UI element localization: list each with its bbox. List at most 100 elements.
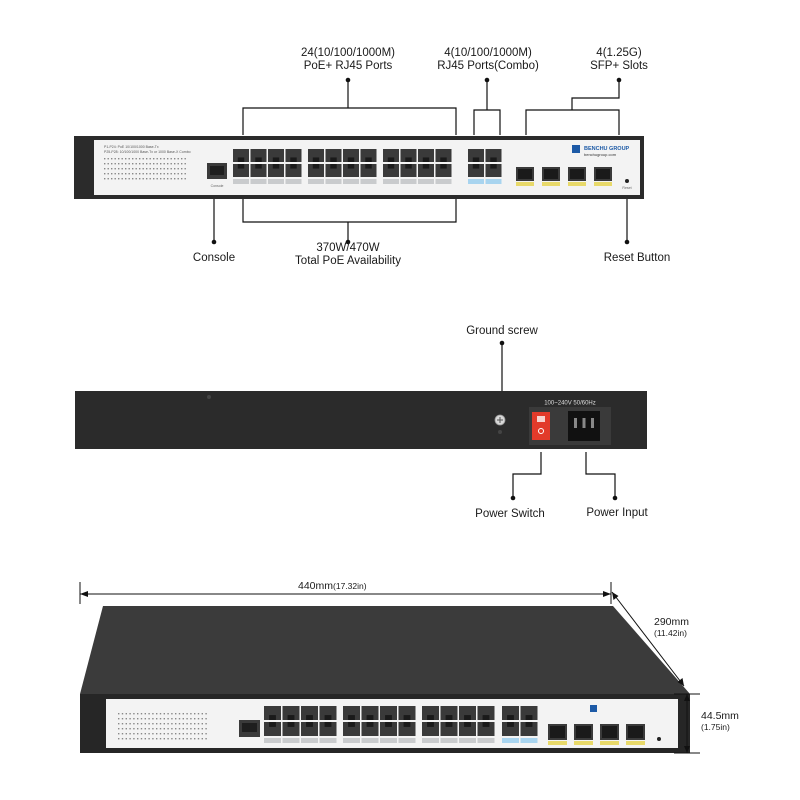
- rj45-poe-port: [383, 164, 399, 177]
- rj45-poe-port: [398, 706, 416, 720]
- led-indicator: [156, 733, 158, 735]
- led-indicator: [184, 168, 186, 170]
- port-label-strip: [343, 738, 360, 743]
- rj45-poe-port: [233, 149, 249, 162]
- rj45-poe-port: [264, 722, 281, 736]
- led-indicator: [139, 178, 141, 180]
- rj45-poe-port: [477, 722, 495, 736]
- console-port-socket: [242, 723, 257, 732]
- port-latch: [405, 164, 412, 169]
- led-indicator: [114, 173, 116, 175]
- led-indicator: [205, 713, 207, 715]
- rear-screw: [207, 395, 211, 399]
- callout-dot: [499, 340, 505, 346]
- port-latch: [422, 157, 430, 162]
- rj45-poe-port: [308, 149, 324, 162]
- sfp-label-strip: [548, 741, 567, 745]
- led-indicator: [121, 738, 124, 740]
- led-indicator: [118, 173, 120, 175]
- port-latch: [312, 164, 320, 169]
- callout-dot: [616, 77, 622, 83]
- led-indicator: [137, 733, 139, 735]
- port-label-strip: [435, 179, 452, 184]
- led-indicator: [114, 158, 116, 160]
- led-indicator: [140, 733, 143, 735]
- port-label-strip: [502, 738, 519, 743]
- rj45-poe-port: [422, 722, 439, 736]
- led-indicator: [190, 738, 192, 740]
- port-label-strip: [264, 738, 281, 743]
- combo-ports-callout: 4(10/100/1000M) RJ45 Ports(Combo): [428, 47, 548, 73]
- sfp-slot-cage: [570, 169, 584, 179]
- led-indicator: [144, 723, 146, 725]
- port-latch: [269, 715, 276, 720]
- led-indicator: [182, 713, 184, 715]
- poe-budget-bracket: [242, 199, 457, 223]
- poe-port-array: [233, 149, 452, 184]
- port-label-strip: [319, 738, 337, 743]
- rj45-poe-port: [440, 706, 458, 720]
- led-indicator: [181, 163, 183, 165]
- led-indicator: [186, 728, 188, 730]
- rj45-poe-port: [418, 149, 434, 162]
- led-indicator: [178, 713, 181, 715]
- led-indicator: [160, 173, 162, 175]
- led-indicator: [111, 158, 113, 160]
- led-indicator: [182, 738, 184, 740]
- led-indicator: [121, 173, 123, 175]
- port-latch: [445, 715, 453, 720]
- led-indicator: [132, 178, 134, 180]
- led-indicator: [111, 178, 113, 180]
- led-indicator: [163, 158, 165, 160]
- led-indicator: [174, 178, 176, 180]
- led-indicator: [111, 173, 113, 175]
- dimension-arrows: [80, 591, 690, 753]
- led-indicator: [129, 733, 131, 735]
- led-indicator: [111, 168, 113, 170]
- led-indicator: [114, 178, 116, 180]
- led-indicator: [175, 733, 177, 735]
- port-label-strip: [308, 179, 324, 184]
- console-callout: Console: [192, 252, 236, 264]
- led-indicator: [171, 723, 173, 725]
- rj45-poe-port: [282, 722, 300, 736]
- combo-port-array: [468, 149, 502, 184]
- led-indicator: [178, 723, 181, 725]
- led-indicator: [133, 718, 135, 720]
- port-latch: [403, 722, 411, 727]
- combo-port-array: [502, 706, 538, 743]
- led-indicator: [111, 163, 113, 165]
- led-indicator: [132, 158, 134, 160]
- sfp-label-strip: [600, 741, 619, 745]
- led-indicator: [129, 718, 131, 720]
- height-sub: (1.75in): [701, 722, 730, 732]
- led-indicator: [156, 718, 158, 720]
- port-latch: [403, 715, 411, 720]
- rear-panel: 100~240V 50/60Hz: [75, 391, 647, 449]
- led-indicator: [132, 173, 134, 175]
- port-latch: [269, 722, 276, 727]
- led-indicator: [140, 728, 143, 730]
- rj45-poe-port: [398, 722, 416, 736]
- led-indicator: [125, 728, 127, 730]
- spec-line-1: P1-P24: PoE 10/100/1000 Base-Tx: [104, 145, 159, 149]
- led-indicator: [142, 173, 144, 175]
- led-indicator: [184, 158, 186, 160]
- rj45-poe-port: [319, 706, 337, 720]
- led-indicator: [104, 178, 106, 180]
- port-latch: [324, 715, 332, 720]
- led-indicator: [125, 723, 127, 725]
- led-indicator: [159, 713, 162, 715]
- led-indicator: [170, 158, 172, 160]
- led-indicator: [139, 158, 141, 160]
- led-indicator: [128, 163, 130, 165]
- led-indicator: [152, 733, 154, 735]
- led-indicator: [167, 723, 169, 725]
- port-label-strip: [440, 738, 458, 743]
- sfp-slots-callout: 4(1.25G) SFP+ Slots: [574, 47, 664, 73]
- port-latch: [312, 157, 320, 162]
- led-indicator: [197, 728, 200, 730]
- rj45-poe-port: [459, 706, 476, 720]
- led-indicator: [121, 723, 124, 725]
- port-latch: [347, 164, 355, 169]
